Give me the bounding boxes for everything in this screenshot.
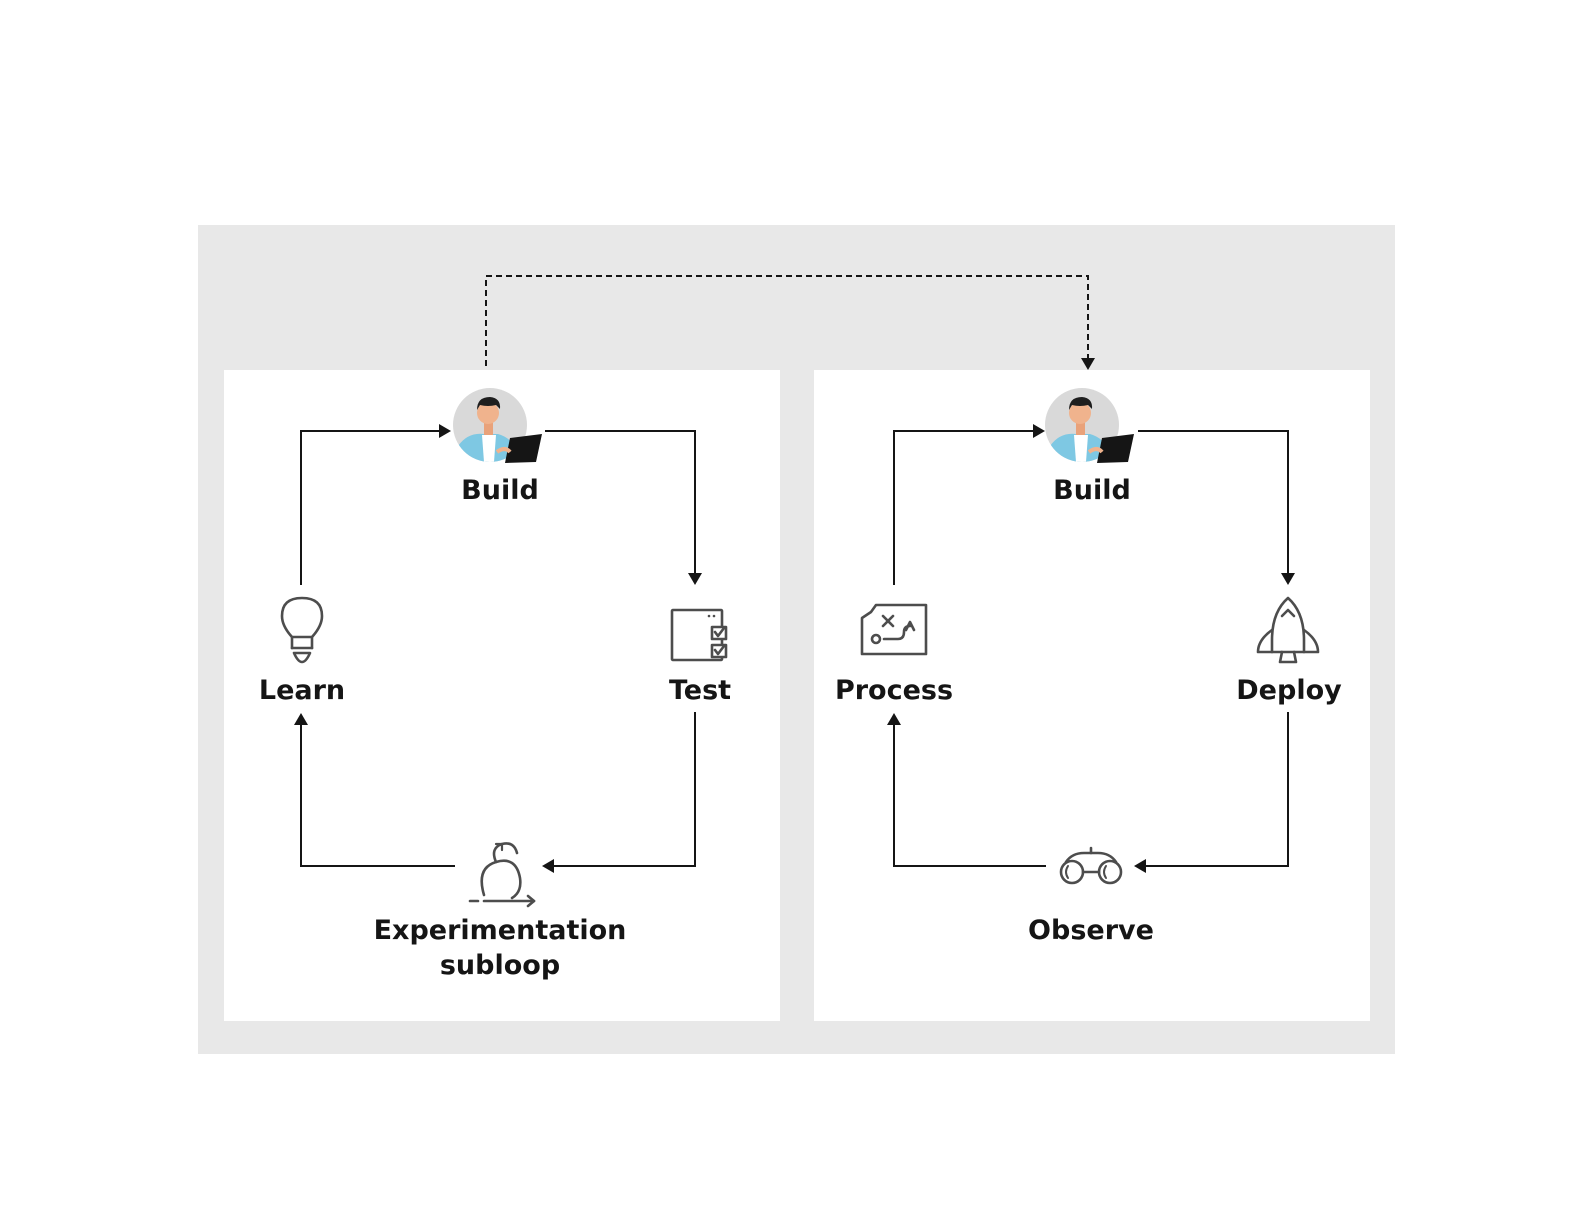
checklist-icon bbox=[670, 608, 728, 662]
test-label: Test bbox=[669, 675, 731, 706]
cycle-icon bbox=[468, 842, 536, 908]
deploy-label: Deploy bbox=[1236, 675, 1342, 706]
build-label-left: Build bbox=[461, 475, 539, 506]
binoculars-icon bbox=[1059, 846, 1123, 885]
process-label: Process bbox=[835, 675, 953, 706]
subloop-label-line2: subloop bbox=[440, 950, 560, 981]
left-panel bbox=[224, 370, 780, 1021]
rocket-icon bbox=[1256, 596, 1320, 664]
subloop-label-line1: Experimentation bbox=[374, 915, 627, 946]
strategy-map-icon bbox=[860, 603, 928, 656]
build-label-right: Build bbox=[1053, 475, 1131, 506]
left-loop-connectors bbox=[294, 424, 702, 873]
right-loop-connectors bbox=[887, 424, 1295, 873]
handoff-dashed-connector bbox=[485, 275, 1095, 370]
learn-label: Learn bbox=[259, 675, 345, 706]
observe-label: Observe bbox=[1028, 915, 1154, 946]
lightbulb-icon bbox=[280, 596, 324, 664]
right-panel bbox=[814, 370, 1370, 1021]
